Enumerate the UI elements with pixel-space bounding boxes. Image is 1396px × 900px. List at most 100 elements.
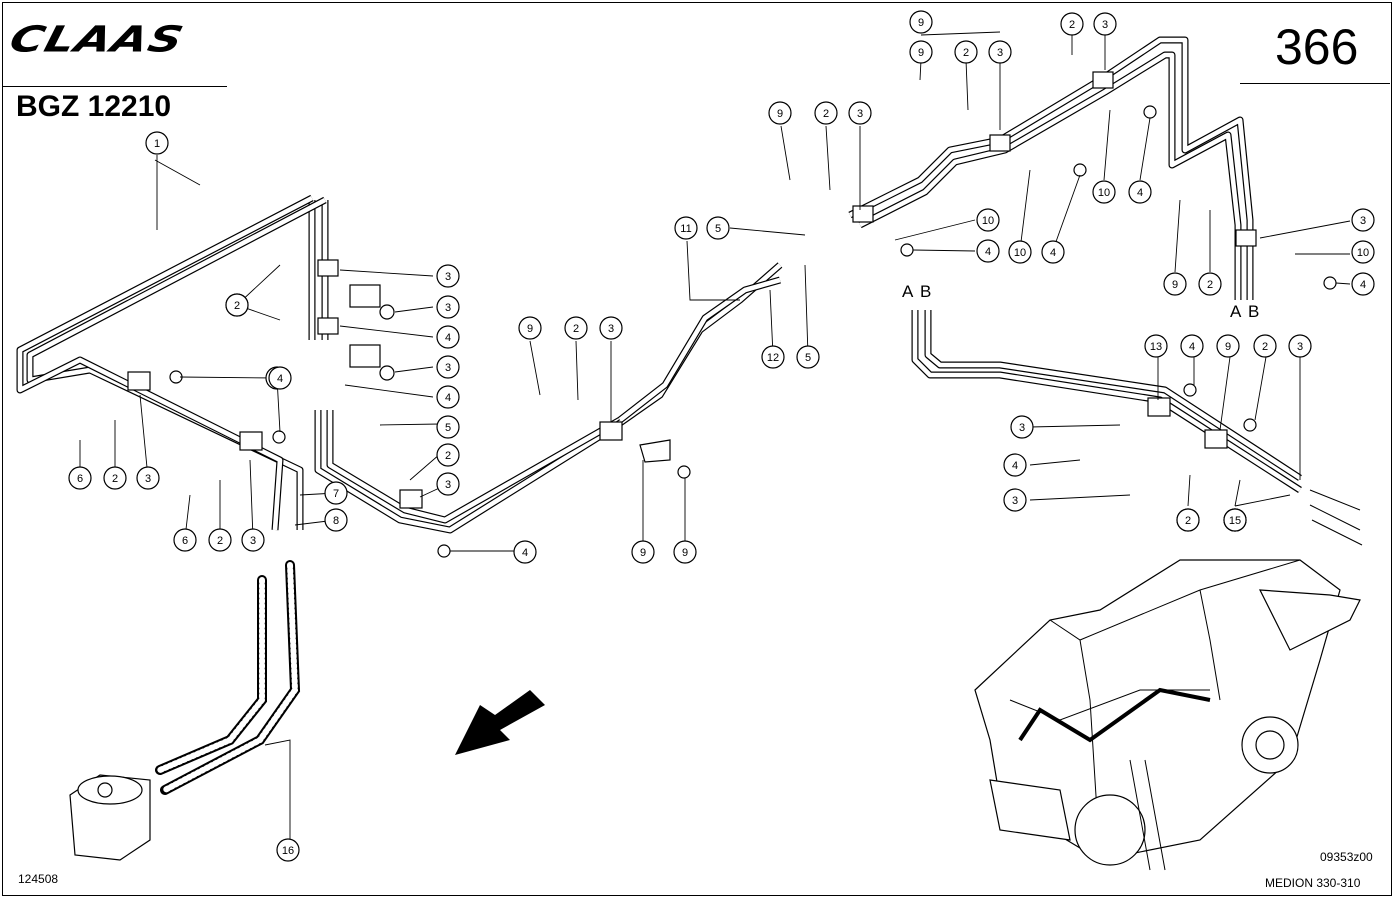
callout-bubbles: 1223343452346236234789234923104115125923… xyxy=(68,10,1375,862)
callout-circle xyxy=(673,540,697,564)
callout-circle xyxy=(436,385,460,409)
header-rule xyxy=(2,86,227,87)
callout-bubble: 5 xyxy=(706,216,730,240)
callout-circle xyxy=(1060,12,1084,36)
callout-circle xyxy=(674,216,698,240)
callout-number: 3 xyxy=(445,302,451,314)
callout-number: 4 xyxy=(1360,279,1366,291)
callout-number: 2 xyxy=(1207,279,1213,291)
callout-bubble: 8 xyxy=(324,508,348,532)
drawing-id: 124508 xyxy=(18,872,59,886)
callout-number: 6 xyxy=(77,473,83,485)
callout-circle xyxy=(268,366,292,390)
connector-label-a-left: A xyxy=(902,282,914,301)
callout-number: 9 xyxy=(918,47,924,59)
callout-bubble: 9 xyxy=(909,10,933,34)
callout-circle xyxy=(436,325,460,349)
callout-circle xyxy=(814,101,838,125)
callout-bubble: 2 xyxy=(208,528,232,552)
callout-bubble: 3 xyxy=(436,264,460,288)
callout-number: 2 xyxy=(217,535,223,547)
callout-circle xyxy=(173,528,197,552)
callout-circle xyxy=(761,345,785,369)
callout-circle xyxy=(909,10,933,34)
callout-bubble: 3 xyxy=(436,355,460,379)
callout-circle xyxy=(1223,508,1247,532)
connector-label-b-right: B xyxy=(1248,302,1259,321)
callout-number: 2 xyxy=(1185,515,1191,527)
callout-number: 3 xyxy=(997,47,1003,59)
callout-circle xyxy=(513,540,537,564)
callout-bubble: 6 xyxy=(173,528,197,552)
callout-circle xyxy=(1003,453,1027,477)
callout-bubble: 9 xyxy=(768,101,792,125)
callout-circle xyxy=(988,40,1012,64)
page-number: 366 xyxy=(1275,19,1359,75)
callout-number: 10 xyxy=(1098,187,1110,199)
callout-circle xyxy=(796,345,820,369)
callout-bubble: 13 xyxy=(1144,334,1168,358)
callout-number: 3 xyxy=(445,271,451,283)
callout-bubble: 10 xyxy=(1092,180,1116,204)
callout-number: 2 xyxy=(573,323,579,335)
callout-circle xyxy=(1092,180,1116,204)
model-name: MEDION 330-310 xyxy=(1265,876,1361,890)
upper-right-pipe-assembly xyxy=(848,36,1254,300)
callout-number: 9 xyxy=(640,547,646,559)
callout-circle xyxy=(599,316,623,340)
callout-bubble: 3 xyxy=(1093,12,1117,36)
callout-number: 10 xyxy=(1014,247,1026,259)
callout-bubble: 2 xyxy=(564,316,588,340)
callout-number: 9 xyxy=(1172,279,1178,291)
clamp-parts xyxy=(127,71,1337,558)
callout-circle xyxy=(225,293,249,317)
callout-circle xyxy=(1288,334,1312,358)
callout-number: 11 xyxy=(680,223,691,235)
direction-arrow xyxy=(455,690,545,755)
callout-bubble: 2 xyxy=(103,466,127,490)
callout-circle xyxy=(68,466,92,490)
lower-right-pipe-assembly xyxy=(911,310,1363,546)
connector-label-b-left: B xyxy=(920,282,931,301)
connector-letters: A B A B xyxy=(902,282,1259,321)
callout-circle xyxy=(1176,508,1200,532)
callout-bubble: 3 xyxy=(1003,488,1027,512)
callout-number: 4 xyxy=(1189,341,1195,353)
callout-bubble: 4 xyxy=(436,385,460,409)
callout-circle xyxy=(436,443,460,467)
callout-bubble: 9 xyxy=(673,540,697,564)
callout-number: 4 xyxy=(277,373,283,385)
callout-number: 2 xyxy=(234,300,240,312)
callout-number: 3 xyxy=(445,479,451,491)
callout-circle xyxy=(976,208,1000,232)
callout-bubble: 2 xyxy=(814,101,838,125)
callout-circle xyxy=(436,264,460,288)
callout-number: 3 xyxy=(1297,341,1303,353)
callout-bubble: 9 xyxy=(1163,272,1187,296)
callout-number: 9 xyxy=(918,17,924,29)
callout-circle xyxy=(1216,334,1240,358)
callout-bubble: 4 xyxy=(1041,240,1065,264)
callout-bubble: 11 xyxy=(674,216,698,240)
callout-bubble: 1 xyxy=(145,131,169,155)
callout-number: 3 xyxy=(857,108,863,120)
callout-circle xyxy=(706,216,730,240)
callout-circle xyxy=(103,466,127,490)
callout-number: 9 xyxy=(1225,341,1231,353)
callout-circle xyxy=(208,528,232,552)
callout-bubble: 3 xyxy=(436,472,460,496)
callout-number: 16 xyxy=(282,845,294,857)
callout-number: 13 xyxy=(1150,341,1162,353)
callout-number: 4 xyxy=(1137,187,1143,199)
callout-number: 8 xyxy=(333,515,339,527)
callout-circle xyxy=(1008,240,1032,264)
callout-number: 1 xyxy=(154,138,160,150)
callout-bubble: 10 xyxy=(1008,240,1032,264)
callout-number: 2 xyxy=(1262,341,1268,353)
callout-bubble: 3 xyxy=(1010,415,1034,439)
callout-bubble: 9 xyxy=(909,40,933,64)
callout-bubble: 9 xyxy=(1216,334,1240,358)
callout-bubble: 4 xyxy=(1180,334,1204,358)
callout-number: 2 xyxy=(112,473,118,485)
